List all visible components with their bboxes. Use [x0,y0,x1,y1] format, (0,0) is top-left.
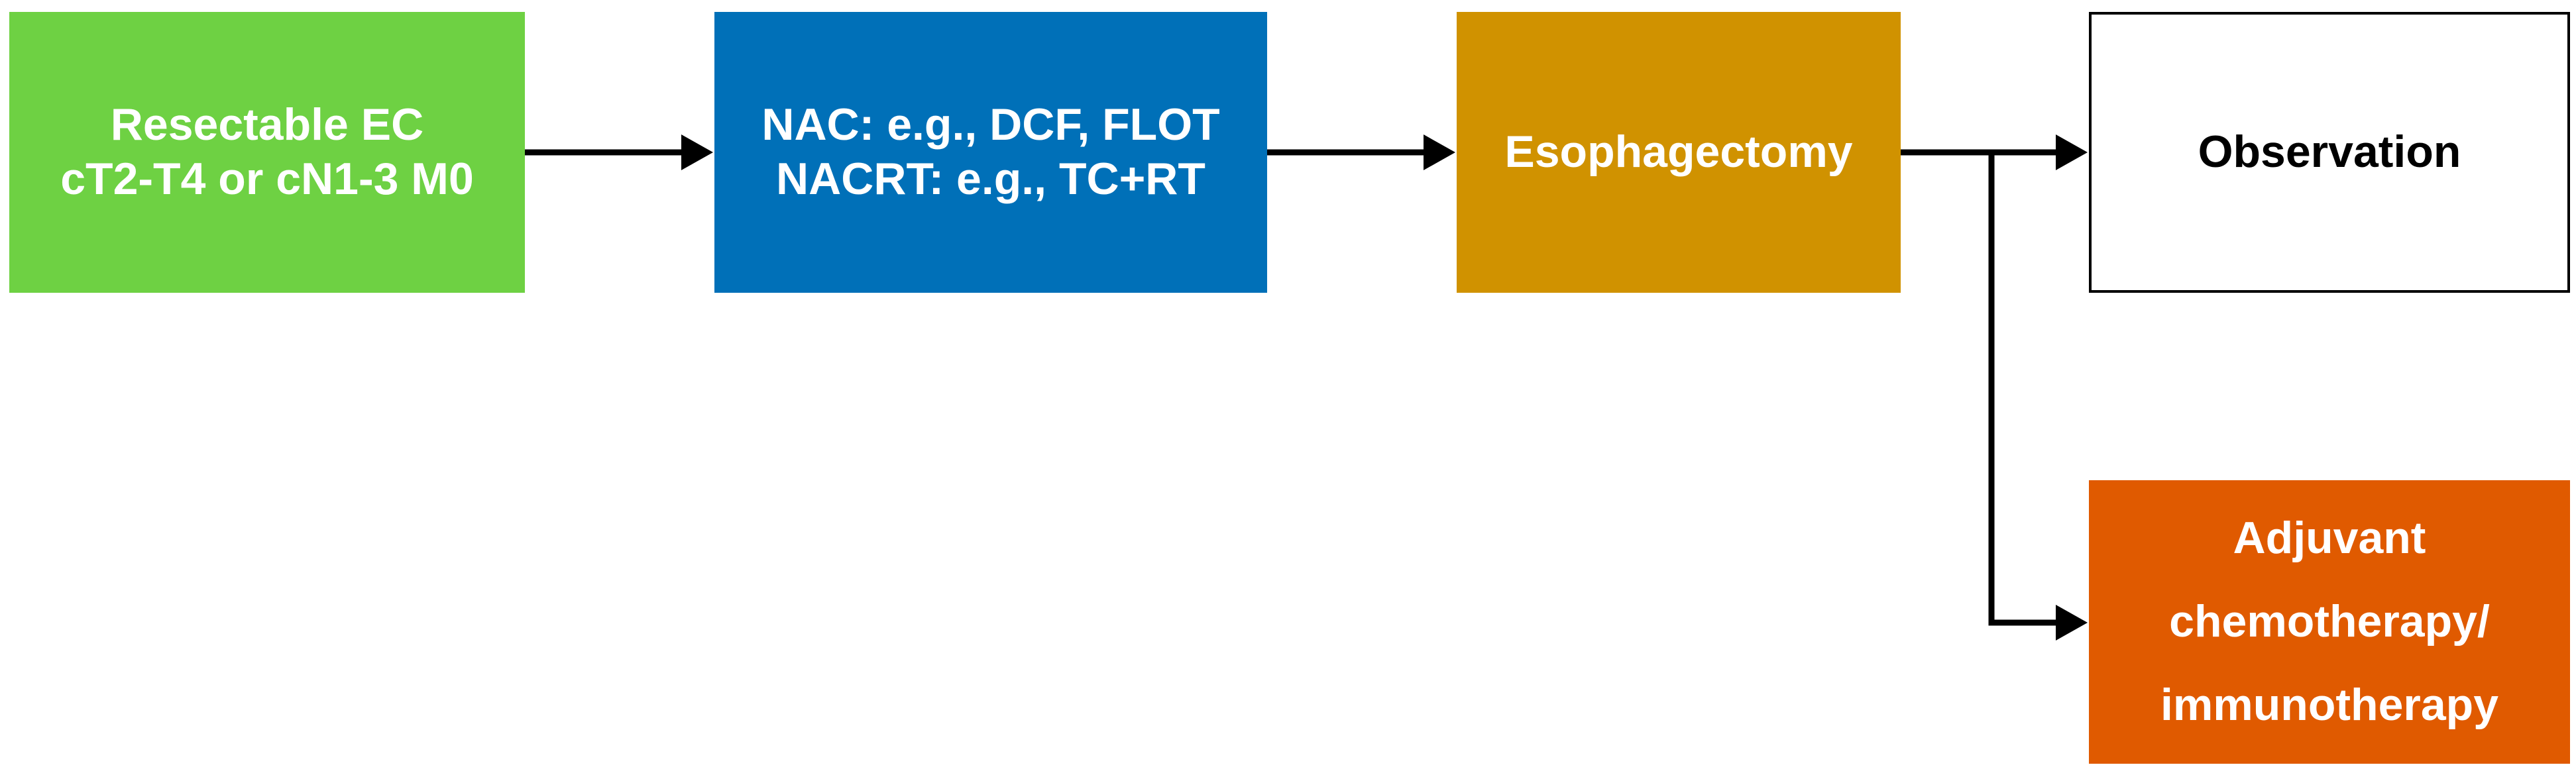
nac-label: NAC: e.g., DCF, FLOT [761,99,1220,150]
arrowhead-esophagectomy-to-adjuvant [2056,605,2088,641]
arrowhead-resectable-to-nac [681,134,713,170]
arrow-esophagectomy-to-adjuvant [1988,152,2057,626]
adjuvant-therapy-node: Adjuvant chemotherapy/ immunotherapy [2089,480,2570,764]
observation-node: Observation [2089,12,2570,293]
arrowhead-nac-to-esophagectomy [1424,134,1455,170]
staging-label: cT2-T4 or cN1-3 M0 [60,154,474,204]
immunotherapy-label: immunotherapy [2160,679,2499,730]
resectable-ec-node: Resectable EC cT2-T4 or cN1-3 M0 [9,12,525,293]
neoadjuvant-therapy-node: NAC: e.g., DCF, FLOT NACRT: e.g., TC+RT [714,12,1267,293]
nacrt-label: NACRT: e.g., TC+RT [776,154,1205,204]
esophagectomy-label: Esophagectomy [1504,127,1853,178]
esophagectomy-node: Esophagectomy [1457,12,1901,293]
arrowhead-esophagectomy-to-observation [2056,134,2088,170]
observation-label: Observation [2198,127,2461,178]
chemotherapy-label: chemotherapy/ [2169,596,2490,647]
resectable-ec-label: Resectable EC [110,99,424,150]
adjuvant-label: Adjuvant [2233,513,2426,564]
